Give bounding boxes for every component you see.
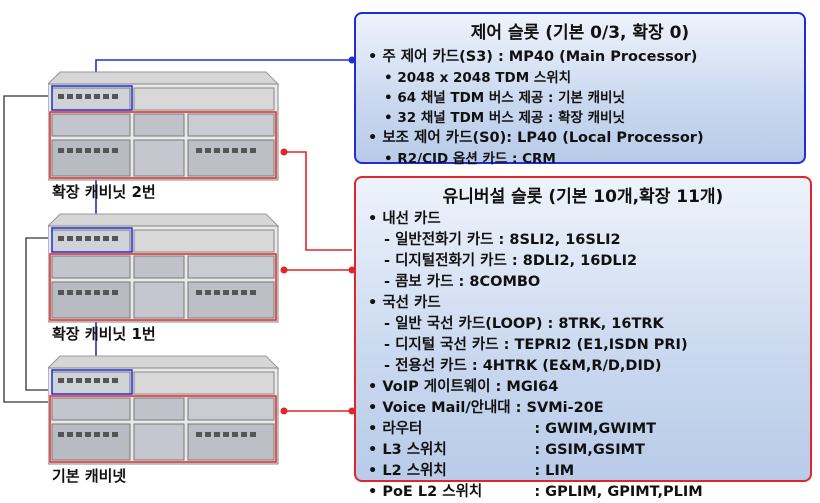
red-dot-2	[280, 266, 288, 274]
item-key: L2 스위치	[382, 463, 447, 479]
cabinet-illustration	[48, 71, 280, 181]
list-item: L3 스위치 : GSIM,GSIMT	[368, 440, 798, 461]
cabinet-illustration	[48, 355, 280, 465]
control-slot-title: 제어 슬롯 (기본 0/3, 확장 0)	[470, 23, 690, 43]
expansion-cabinet-1	[48, 190, 280, 324]
list-item: Voice Mail/안내대 : SVMi-20E	[368, 398, 798, 419]
cabinet-label-base: 기본 캐비넷	[52, 467, 127, 485]
item-value: : LIM	[534, 463, 575, 479]
universal-slot-callout: 유니버설 슬롯 (기본 10개,확장 11개) 내선 카드 일반전화기 카드 :…	[354, 176, 812, 500]
list-item: L2 스위치 : LIM	[368, 461, 798, 482]
list-item: 디지털 국선 카드 : TEPRI2 (E1,ISDN PRI)	[368, 335, 798, 356]
list-item: 2048 x 2048 TDM 스위치	[368, 68, 792, 88]
list-item: 32 채널 TDM 버스 제공 : 확장 캐비닛	[368, 108, 792, 128]
red-dot-5	[348, 407, 356, 415]
red-dot-1	[280, 148, 288, 156]
list-item: PoE L2 스위치 : GPLIM, GPIMT,PLIM	[368, 482, 798, 503]
expansion-cabinet-2	[48, 48, 280, 182]
list-item: VoIP 게이트웨이 : MGI64	[368, 377, 798, 398]
item-value: : GPLIM, GPIMT,PLIM	[534, 484, 703, 500]
list-item: 일반 국선 카드(LOOP) : 8TRK, 16TRK	[368, 314, 798, 335]
item-value: : GWIM,GWIMT	[534, 421, 657, 437]
red-dot-3	[280, 407, 288, 415]
ring-cable-middle	[25, 237, 52, 391]
cabinet-label-expansion-1: 확장 캐비닛 1번	[52, 325, 156, 343]
list-item: 라우터 : GWIM,GWIMT	[368, 419, 798, 440]
control-slot-list: 주 제어 카드(S3) : MP40 (Main Processor) 2048…	[368, 47, 792, 169]
list-item: 전용선 카드 : 4HTRK (E&M,R/D,DID)	[368, 356, 798, 377]
item-key: L3 스위치	[382, 442, 447, 458]
cabinet-illustration	[48, 213, 280, 323]
item-key: 라우터	[382, 421, 423, 437]
base-cabinet	[48, 332, 280, 466]
list-item: 64 채널 TDM 버스 제공 : 기본 캐비닛	[368, 88, 792, 108]
list-item: 콤보 카드 : 8COMBO	[368, 272, 798, 293]
universal-slot-title: 유니버설 슬롯 (기본 10개,확장 11개)	[442, 187, 724, 207]
list-item: 주 제어 카드(S3) : MP40 (Main Processor)	[368, 47, 792, 68]
list-item: 일반전화기 카드 : 8SLI2, 16SLI2	[368, 230, 798, 251]
list-item: 내선 카드	[368, 209, 798, 230]
red-dot-4	[348, 266, 356, 274]
universal-slot-list: 내선 카드 일반전화기 카드 : 8SLI2, 16SLI2 디지털전화기 카드…	[368, 209, 798, 503]
list-item: 국선 카드	[368, 293, 798, 314]
list-item: 디지털전화기 카드 : 8DLI2, 16DLI2	[368, 251, 798, 272]
item-value: : GSIM,GSIMT	[534, 442, 645, 458]
item-key: PoE L2 스위치	[382, 484, 483, 500]
blue-dot-callout	[348, 56, 356, 64]
list-item: 보조 제어 카드(S0): LP40 (Local Processor)	[368, 128, 792, 149]
control-slot-callout: 제어 슬롯 (기본 0/3, 확장 0) 주 제어 카드(S3) : MP40 …	[354, 12, 806, 167]
list-item: R2/CID 옵션 카드 : CRM	[368, 149, 792, 169]
universal-link-top	[284, 151, 352, 251]
cabinet-label-expansion-2: 확장 캐비닛 2번	[52, 183, 156, 201]
ring-cable-left	[3, 95, 52, 403]
